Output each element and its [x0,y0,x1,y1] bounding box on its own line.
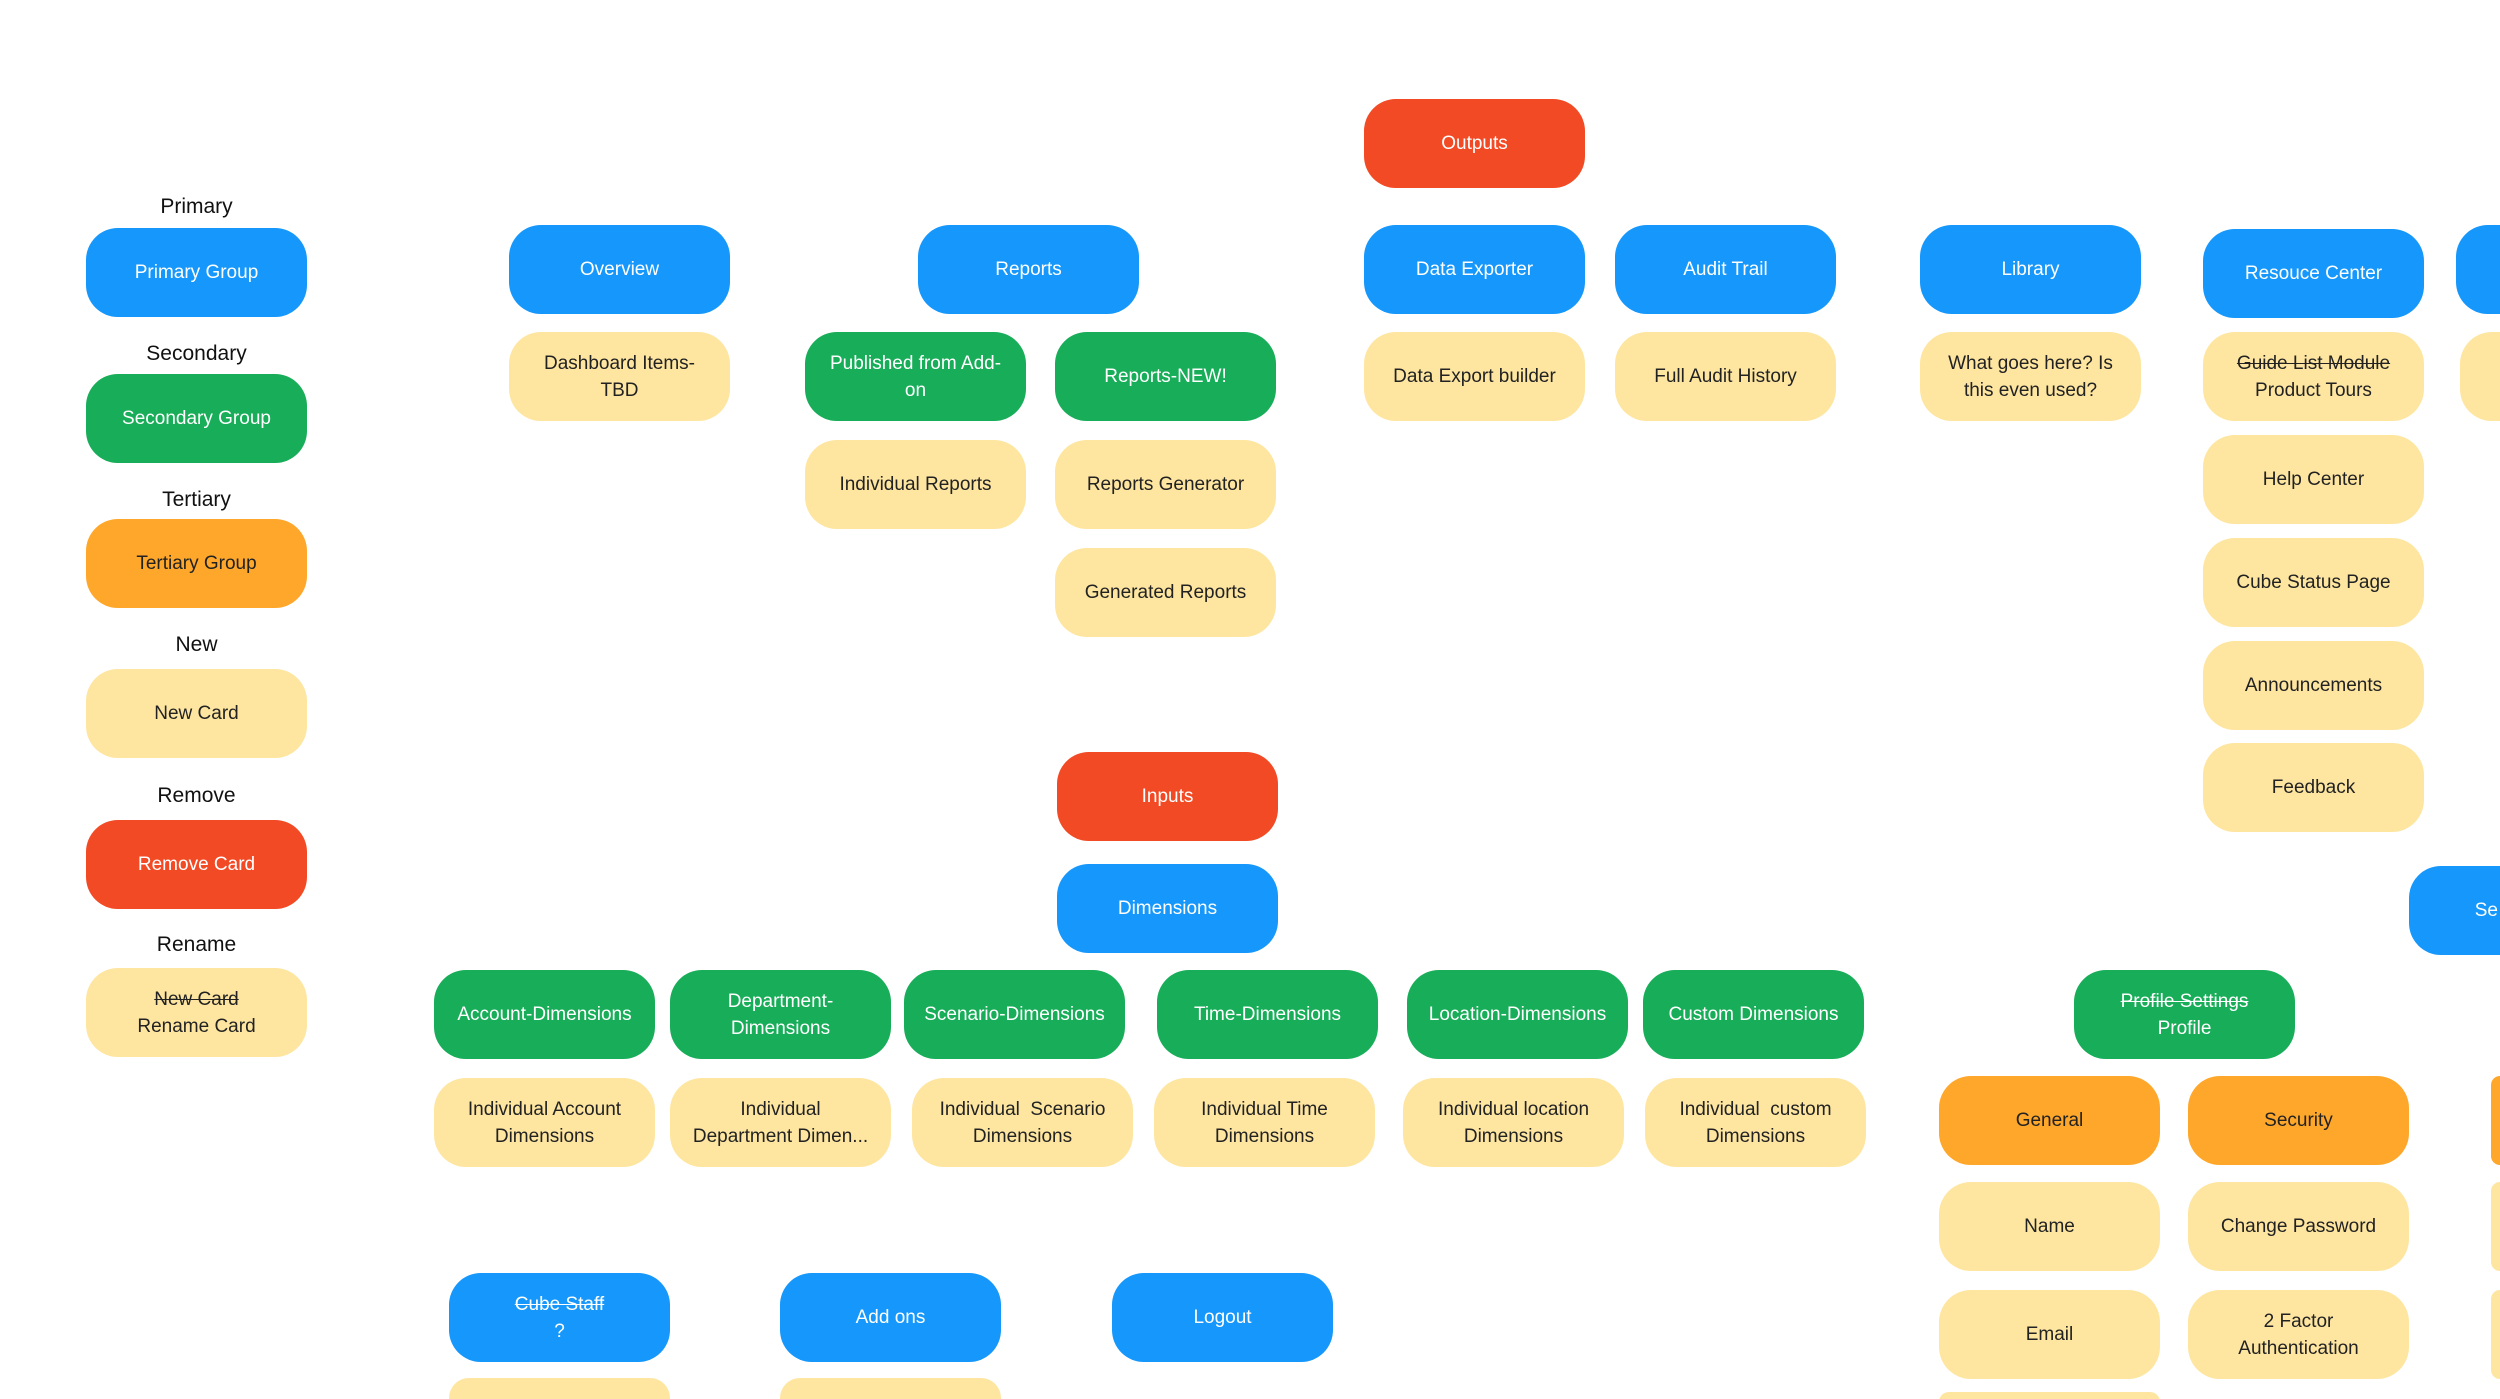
individual-department-dimensions-card[interactable]: Individual Department Dimen... [670,1078,891,1167]
indiv-department-line1: Individual [740,1098,821,1120]
reports-generator-card[interactable]: Reports Generator [1055,440,1276,529]
cube-staff-old-label: Cube Staff [514,1293,605,1315]
resource-center-card[interactable]: Resouce Center [2203,229,2424,318]
partial-orange-card-right[interactable] [2491,1076,2500,1165]
feedback-card[interactable]: Feedback [2203,743,2424,832]
what-goes-here-card[interactable]: What goes here? Is this even used? [1920,332,2141,421]
indiv-location-line1: Individual location [1437,1098,1590,1120]
indiv-location-line2: Dimensions [1463,1125,1564,1147]
indiv-scenario-line2: Dimensions [972,1125,1073,1147]
partial-blue-card-top-right[interactable] [2456,225,2500,314]
data-exporter-card[interactable]: Data Exporter [1364,225,1585,314]
indiv-scenario-line1: Individual Scenario [939,1098,1106,1120]
product-tours-label: Product Tours [2255,379,2372,401]
individual-custom-dimensions-card[interactable]: Individual custom Dimensions [1645,1078,1866,1167]
partial-card-below-email[interactable] [1939,1392,2160,1399]
time-dimensions-card[interactable]: Time-Dimensions [1157,970,1378,1059]
generated-reports-card[interactable]: Generated Reports [1055,548,1276,637]
published-line1: Published from Add- [829,352,1002,374]
legend-card-primary-group[interactable]: Primary Group [86,228,307,317]
dashboard-items-line1: Dashboard Items- [543,352,695,374]
two-factor-line1: 2 Factor [2263,1310,2334,1332]
name-card[interactable]: Name [1939,1182,2160,1271]
legend-heading-rename: Rename [156,933,237,956]
indiv-time-line1: Individual Time [1201,1098,1328,1120]
audit-trail-card[interactable]: Audit Trail [1615,225,1836,314]
add-ons-card[interactable]: Add ons [780,1273,1001,1362]
individual-reports-card[interactable]: Individual Reports [805,440,1026,529]
legend-heading-primary: Primary [160,195,233,218]
inputs-root-card[interactable]: Inputs [1057,752,1278,841]
outputs-root-card[interactable]: Outputs [1364,99,1585,188]
security-card[interactable]: Security [2188,1076,2409,1165]
two-factor-line2: Authentication [2238,1337,2359,1359]
overview-card[interactable]: Overview [509,225,730,314]
partial-settings-label: Se [2474,900,2498,921]
rename-new-label: Rename Card [137,1015,256,1037]
guide-list-module-old-label: Guide List Module [2236,352,2391,374]
legend-card-remove-card[interactable]: Remove Card [86,820,307,909]
announcements-card[interactable]: Announcements [2203,641,2424,730]
legend-heading-tertiary: Tertiary [162,488,231,511]
department-line2: Dimensions [730,1017,831,1039]
two-factor-authentication-card[interactable]: 2 Factor Authentication [2188,1290,2409,1379]
scenario-dimensions-card[interactable]: Scenario-Dimensions [904,970,1125,1059]
data-export-builder-card[interactable]: Data Export builder [1364,332,1585,421]
individual-scenario-dimensions-card[interactable]: Individual Scenario Dimensions [912,1078,1133,1167]
partial-yellow-card-top-right[interactable] [2460,332,2500,421]
indiv-account-line1: Individual Account [467,1098,622,1120]
indiv-custom-line1: Individual custom [1679,1098,1832,1120]
individual-location-dimensions-card[interactable]: Individual location Dimensions [1403,1078,1624,1167]
what-goes-here-line2: this even used? [1963,379,2098,401]
indiv-time-line2: Dimensions [1214,1125,1315,1147]
legend-card-secondary-group[interactable]: Secondary Group [86,374,307,463]
profile-new-label: Profile [2157,1017,2212,1039]
individual-time-dimensions-card[interactable]: Individual Time Dimensions [1154,1078,1375,1167]
cube-staff-card[interactable]: Cube Staff ? [449,1273,670,1362]
legend-card-rename-card[interactable]: New Card Rename Card [86,968,307,1057]
account-dimensions-card[interactable]: Account-Dimensions [434,970,655,1059]
indiv-account-line2: Dimensions [494,1125,595,1147]
logout-card[interactable]: Logout [1112,1273,1333,1362]
dimensions-card[interactable]: Dimensions [1057,864,1278,953]
general-card[interactable]: General [1939,1076,2160,1165]
partial-card-below-add-ons[interactable] [780,1378,1001,1399]
legend-card-new-card[interactable]: New Card [86,669,307,758]
published-from-add-on-card[interactable]: Published from Add- on [805,332,1026,421]
library-card[interactable]: Library [1920,225,2141,314]
cube-staff-new-label: ? [554,1320,565,1342]
published-line2: on [904,379,927,401]
indiv-custom-line2: Dimensions [1705,1125,1806,1147]
partial-settings-card[interactable]: Se [2409,866,2500,955]
partial-yellow-card-right-2[interactable] [2491,1290,2500,1379]
custom-dimensions-card[interactable]: Custom Dimensions [1643,970,1864,1059]
legend-heading-new: New [175,633,218,656]
change-password-card[interactable]: Change Password [2188,1182,2409,1271]
dashboard-items-card[interactable]: Dashboard Items- TBD [509,332,730,421]
full-audit-history-card[interactable]: Full Audit History [1615,332,1836,421]
partial-card-below-cube-staff[interactable] [449,1378,670,1399]
department-dimensions-card[interactable]: Department- Dimensions [670,970,891,1059]
department-line1: Department- [727,990,834,1012]
cube-status-page-card[interactable]: Cube Status Page [2203,538,2424,627]
profile-settings-old-label: Profile Settings [2120,990,2249,1012]
what-goes-here-line1: What goes here? Is [1948,352,2113,374]
legend-heading-secondary: Secondary [146,342,247,365]
legend-card-tertiary-group[interactable]: Tertiary Group [86,519,307,608]
product-tours-card[interactable]: Guide List Module Product Tours [2203,332,2424,421]
location-dimensions-card[interactable]: Location-Dimensions [1407,970,1628,1059]
reports-card[interactable]: Reports [918,225,1139,314]
rename-old-label: New Card [154,988,239,1010]
partial-yellow-card-right-1[interactable] [2491,1182,2500,1271]
dashboard-items-line2: TBD [600,379,639,401]
reports-new-card[interactable]: Reports-NEW! [1055,332,1276,421]
legend-heading-remove: Remove [157,784,236,807]
email-card[interactable]: Email [1939,1290,2160,1379]
individual-account-dimensions-card[interactable]: Individual Account Dimensions [434,1078,655,1167]
help-center-card[interactable]: Help Center [2203,435,2424,524]
profile-card[interactable]: Profile Settings Profile [2074,970,2295,1059]
indiv-department-line2: Department Dimen... [692,1125,869,1147]
